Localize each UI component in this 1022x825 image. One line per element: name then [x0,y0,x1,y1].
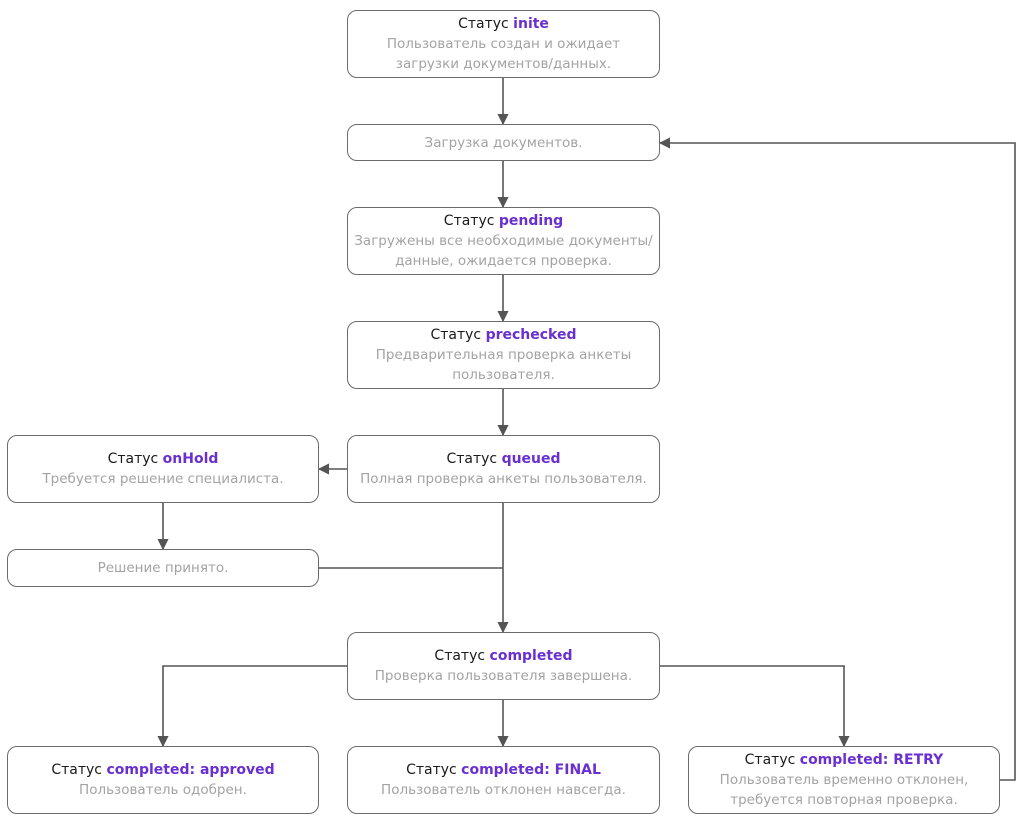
status-node-queued: Статус queued Полная проверка анкеты пол… [347,435,660,503]
status-description: Проверка пользователя завершена. [374,668,633,684]
status-code: completed: RETRY [799,752,944,768]
step-node-decision: Решение принято. [7,549,319,587]
status-code: pending [498,213,564,229]
status-code: inite [513,16,549,32]
status-node-onhold: Статус onHold Требуется решение специали… [7,435,319,503]
step-description: Загрузка документов. [424,134,583,151]
status-prefix: Статус [406,762,457,778]
arrow-completed-to-approved [157,665,347,748]
arrow-completed-to-retry [660,665,850,748]
status-title: Статус completed: approved [51,760,274,780]
step-node-upload: Загрузка документов. [347,124,660,161]
status-code: prechecked [485,327,577,343]
status-node-completed: Статус completed Проверка пользователя з… [347,632,660,700]
status-description: Требуется решение специалиста. [42,471,284,487]
status-node-inite: Статус inite Пользователь создан и ожида… [347,10,660,78]
status-code: completed: approved [106,762,275,778]
status-code: completed [489,648,573,664]
status-description: Полная проверка анкеты пользователя. [360,471,647,487]
status-description: Пользователь одобрен. [79,782,247,798]
status-prefix: Статус [446,451,498,467]
status-title: Статус inite [458,14,549,34]
status-code: onHold [162,451,219,467]
status-prefix: Статус [443,213,495,229]
status-title: Статус completed [434,646,572,666]
status-prefix: Статус [107,451,159,467]
status-prefix: Статус [458,16,509,32]
status-prefix: Статус [744,752,796,768]
status-code: completed: FINAL [461,762,601,778]
status-node-prechecked: Статус prechecked Предварительная провер… [347,321,660,389]
status-title: Статус queued [446,449,560,469]
status-node-approved: Статус completed: approved Пользователь … [7,746,319,814]
status-description: Пользователь создан и ожидает загрузки д… [386,36,621,72]
status-title: Статус pending [444,211,563,231]
status-code: queued [501,451,561,467]
status-prefix: Статус [430,327,482,343]
status-prefix: Статус [434,648,486,664]
status-title: Статус completed: FINAL [406,760,601,780]
status-node-pending: Статус pending Загружены все необходимые… [347,207,660,275]
status-node-retry: Статус completed: RETRY Пользователь вре… [688,746,1000,814]
status-description: Предварительная проверка анкеты пользова… [375,347,632,383]
status-description: Загружены все необходимые документы/ дан… [354,233,653,269]
status-title: Статус onHold [108,449,219,469]
status-node-final: Статус completed: FINAL Пользователь отк… [347,746,660,814]
status-prefix: Статус [51,762,103,778]
status-title: Статус completed: RETRY [745,750,944,770]
arrow-retry-to-upload [658,137,1016,781]
status-description: Пользователь отклонен навсегда. [381,782,626,798]
status-description: Пользователь временно отклонен, требуетс… [719,772,969,808]
step-description: Решение принято. [97,560,229,576]
status-title: Статус prechecked [430,325,576,345]
